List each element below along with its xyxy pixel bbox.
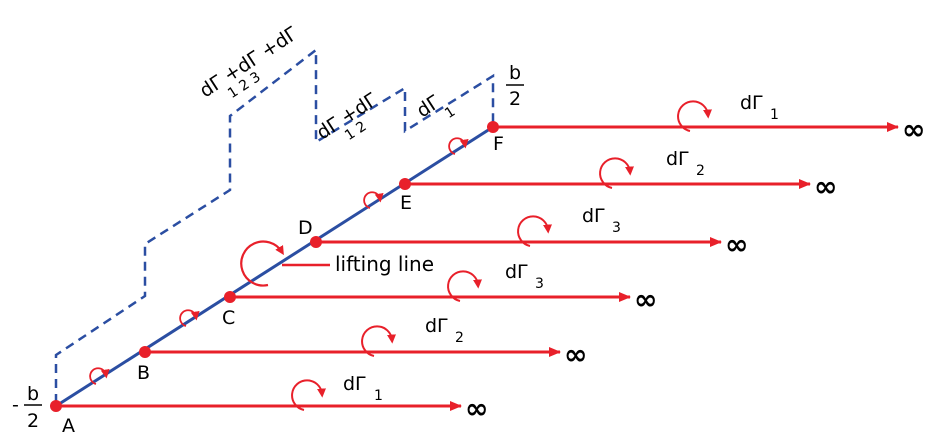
span-left-denominator: 2 [27, 410, 39, 432]
gamma-label-c-sub: 3 [535, 276, 544, 292]
span-left-label: b - 2 [12, 383, 42, 432]
rotation-arrow-a [291, 379, 326, 411]
infinity-symbol-c: ∞ [634, 283, 657, 316]
span-right-label: b 2 [506, 62, 524, 110]
step-label-1: dΓ 1 [413, 91, 459, 122]
bound-rotation-arrow-3 [363, 191, 384, 209]
point-f-dot [487, 121, 499, 133]
gamma-label-c-text: dΓ [505, 261, 528, 283]
circulation-step-profile [54, 47, 495, 403]
point-label-d: D [298, 217, 313, 239]
gamma-label-f: dΓ 1 [740, 92, 779, 123]
gamma-label-b: dΓ 2 [425, 315, 464, 346]
bound-rotation-arrow-4 [448, 137, 469, 155]
infinity-symbol-b: ∞ [564, 338, 587, 371]
point-c-dot [224, 291, 236, 303]
bound-rotation-arrow-1 [89, 367, 110, 385]
gamma-label-e: dΓ 2 [666, 148, 705, 179]
rotation-arrow-c [447, 270, 482, 302]
gamma-label-a-text: dΓ [343, 373, 366, 395]
gamma-label-d: dΓ 3 [582, 205, 621, 236]
rotation-arrow-f [677, 100, 712, 132]
gamma-label-d-text: dΓ [582, 205, 605, 227]
point-d-dot [310, 236, 322, 248]
point-b-dot [139, 346, 151, 358]
step-label-1-text: dΓ [413, 91, 444, 122]
rotation-arrow-d [517, 215, 552, 247]
point-label-a: A [62, 415, 75, 437]
step-label-1-sub: 1 [442, 104, 458, 122]
gamma-label-a: dΓ 1 [343, 373, 383, 404]
lifting-line [55, 125, 494, 408]
point-label-b: B [137, 362, 150, 384]
infinity-symbol-f: ∞ [902, 113, 925, 146]
point-label-c: C [222, 307, 235, 329]
gamma-label-b-text: dΓ [425, 315, 448, 337]
infinity-symbol-a: ∞ [465, 392, 488, 425]
point-label-e: E [400, 192, 412, 214]
infinity-symbol-d: ∞ [725, 228, 748, 261]
rotation-arrow-b [361, 325, 396, 357]
rotation-arrow-e [599, 157, 634, 189]
gamma-label-b-sub: 2 [455, 330, 464, 346]
gamma-label-e-sub: 2 [696, 163, 705, 179]
span-left-sign: - [12, 394, 19, 416]
gamma-label-d-sub: 3 [612, 220, 621, 236]
bound-rotation-arrow-2 [179, 309, 200, 327]
step-label-3: dΓ +dΓ +dΓ 1 2 3 [196, 23, 302, 103]
point-e-dot [399, 178, 411, 190]
infinity-symbol-e: ∞ [814, 170, 837, 203]
step-label-2: dΓ +dΓ 1 2 [313, 89, 382, 144]
point-a-dot [50, 400, 62, 412]
span-right-numerator: b [509, 62, 521, 84]
gamma-label-f-sub: 1 [770, 107, 779, 123]
span-right-denominator: 2 [509, 88, 521, 110]
gamma-label-e-text: dΓ [666, 148, 689, 170]
gamma-label-a-sub: 1 [374, 388, 383, 404]
lifting-line-rotation-arrow [240, 240, 284, 287]
span-left-numerator: b [27, 383, 39, 405]
point-label-f: F [493, 133, 504, 155]
lifting-line-label: lifting line [335, 252, 434, 276]
gamma-label-f-text: dΓ [740, 92, 763, 114]
gamma-label-c: dΓ 3 [505, 261, 544, 292]
